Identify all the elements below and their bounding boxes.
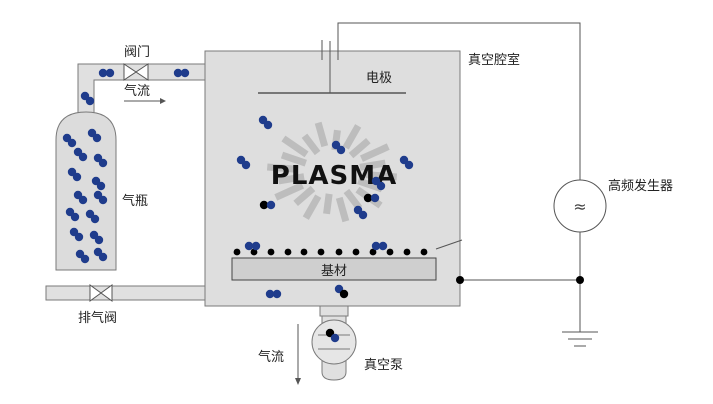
molecule-atom — [92, 133, 102, 143]
plasma-ray — [278, 173, 305, 185]
particles — [62, 68, 428, 343]
molecule-atom — [90, 214, 100, 224]
plasma-ray — [274, 182, 304, 201]
molecule-atom — [72, 172, 82, 182]
valve-label: 阀门 — [124, 45, 150, 60]
deposit-particle — [250, 248, 258, 256]
deposit-particle — [420, 248, 428, 256]
deposit-particle — [300, 248, 308, 256]
pump-flow-arrow — [295, 324, 301, 385]
molecule-atom — [244, 241, 254, 251]
molecule-atom — [376, 181, 386, 191]
molecule-atom — [370, 193, 380, 203]
junction-dot — [576, 276, 584, 284]
rf-wiring — [337, 22, 598, 347]
plasma-ray — [302, 194, 322, 220]
molecule-atom — [85, 96, 95, 106]
deposit-particle — [352, 248, 360, 256]
molecule-atom — [272, 289, 282, 299]
vent-valve-icon[interactable] — [89, 284, 113, 302]
plasma-ray — [281, 135, 309, 158]
molecule-atom — [371, 241, 381, 251]
molecule-atom — [330, 333, 340, 343]
substrate-label: 基材 — [321, 264, 347, 279]
substrate-pointer — [435, 239, 463, 250]
molecule-atom — [339, 289, 349, 299]
plasma-ray — [335, 196, 350, 223]
deposit-particle — [317, 248, 325, 256]
molecule-atom — [78, 195, 88, 205]
gas-flow-label: 气流 — [124, 83, 150, 99]
deposit-particle — [369, 248, 377, 256]
molecule-atom — [241, 160, 251, 170]
deposit-particle — [267, 248, 275, 256]
molecule-atom — [80, 254, 90, 264]
vacuum-pump-label: 真空泵 — [364, 358, 403, 373]
vacuum-pump — [311, 305, 357, 381]
plasma-ray — [359, 159, 386, 171]
molecule-atom — [105, 68, 115, 78]
gas-flow-arrow — [124, 98, 166, 104]
junction-dot — [456, 276, 464, 284]
plasma-label: PLASMA — [271, 161, 397, 191]
molecule-atom — [259, 200, 269, 210]
molecule-atom — [263, 120, 273, 130]
molecule-atom — [251, 241, 261, 251]
vacuum-chamber-label: 真空腔室 — [468, 52, 520, 68]
deposit-particle — [335, 248, 343, 256]
deposit-particle — [284, 248, 292, 256]
substrate — [231, 257, 437, 281]
molecule-atom — [67, 138, 77, 148]
deposit-particle — [386, 248, 394, 256]
molecule-atom — [98, 68, 108, 78]
plasma-ray — [343, 188, 363, 211]
molecule-atom — [70, 212, 80, 222]
molecule-atom — [265, 289, 275, 299]
plasma-ray — [348, 138, 371, 159]
molecule-atom — [180, 68, 190, 78]
electrode-label: 电极 — [366, 71, 392, 86]
molecule-atom — [98, 195, 108, 205]
deposit-particle — [403, 248, 411, 256]
molecule-atom — [358, 210, 368, 220]
plasma-ray — [323, 193, 333, 215]
molecule-atom — [78, 152, 88, 162]
plasma-ray — [293, 185, 316, 206]
gas-cylinder-label: 气瓶 — [122, 193, 148, 209]
plasma-ray — [280, 151, 307, 167]
plasma-ray — [314, 121, 329, 148]
molecule-atom — [173, 68, 183, 78]
molecule-atom — [404, 160, 414, 170]
plasma-ray — [342, 124, 362, 150]
exhaust-pipe — [45, 285, 207, 301]
molecule-atom — [363, 193, 373, 203]
molecule-atom — [74, 232, 84, 242]
plasma-ray — [266, 163, 299, 173]
molecule-atom — [336, 145, 346, 155]
rf-symbol: ≈ — [573, 197, 586, 216]
molecule-atom — [98, 158, 108, 168]
molecule-atom — [96, 181, 106, 191]
plasma-ray — [365, 171, 398, 181]
molecule-atom — [94, 235, 104, 245]
deposit-particle — [233, 248, 241, 256]
vent-valve-label: 排气阀 — [78, 310, 117, 326]
plasma-ray — [360, 143, 390, 162]
rf-generator-label: 高频发生器 — [608, 178, 673, 194]
rf-generator — [553, 179, 607, 233]
electrode — [258, 40, 406, 94]
molecule-atom — [378, 241, 388, 251]
plasma-ray — [301, 133, 321, 156]
molecule-atom — [266, 200, 276, 210]
gas-flow-bottom-label: 气流 — [258, 349, 284, 365]
valve-icon[interactable] — [123, 63, 149, 81]
molecule-atom — [98, 252, 108, 262]
